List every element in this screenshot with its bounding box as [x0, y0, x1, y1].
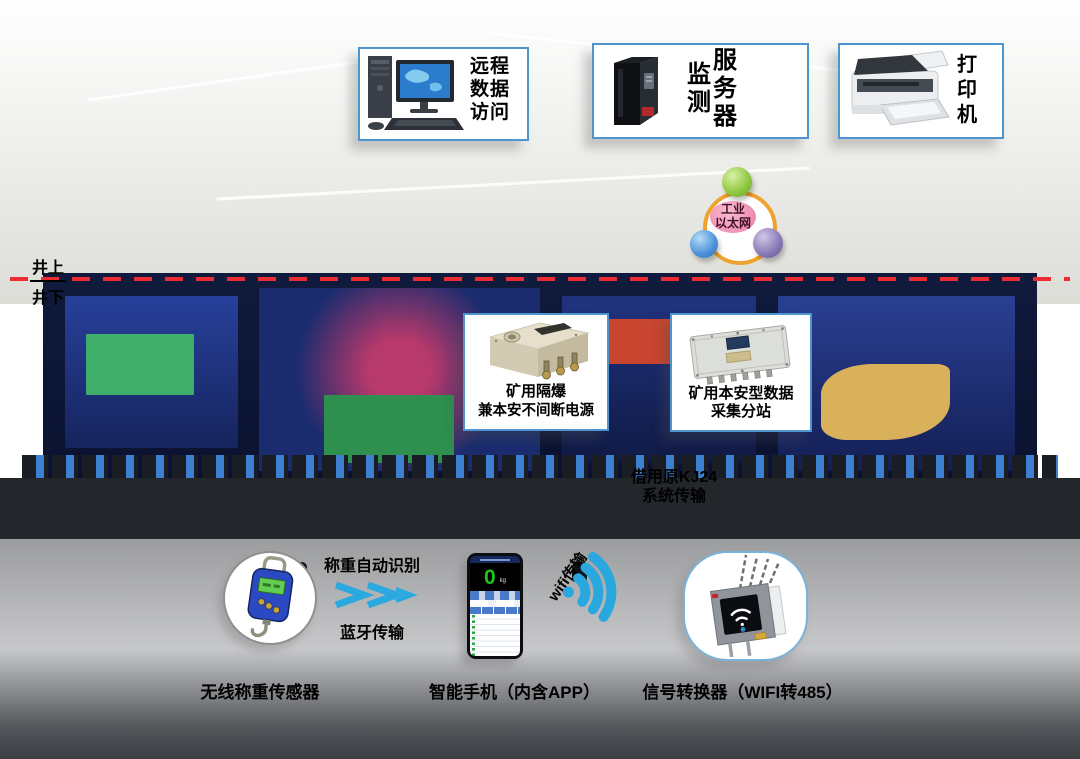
phone-caption: 智能手机（内含APP） — [429, 683, 600, 702]
weighing-sensor-node — [223, 551, 317, 645]
desktop-computer-icon — [368, 56, 464, 130]
phone-weight-readout: 0 kg — [470, 563, 520, 591]
surface-label-below: 井下 — [32, 290, 65, 307]
converter-caption: 信号转换器（WIFI转485） — [642, 683, 843, 702]
phone-weight-unit: kg — [499, 578, 507, 584]
remote-access-node: 远程数据访问 — [358, 47, 529, 141]
surface-label-above: 井上 — [30, 254, 67, 282]
bluetooth-transfer-label: 蓝牙传输 — [339, 625, 404, 642]
phone-table-rows — [470, 614, 520, 656]
hanging-scale-icon — [247, 556, 294, 638]
signal-converter-node — [683, 551, 808, 661]
server-label-col-left: 监测 — [687, 61, 711, 116]
server-tower-icon — [614, 57, 658, 125]
server-label: 监测 服务器 — [686, 45, 738, 133]
phone-screen: 0 kg — [470, 556, 520, 656]
phone-status-bar — [470, 556, 520, 563]
substation-label-line1: 矿用本安型数据 — [688, 385, 794, 402]
substation-label-line2: 采集分站 — [710, 403, 771, 420]
phone-row-status-dots — [472, 615, 475, 656]
ethernet-ball-blue — [690, 230, 718, 258]
substation-node: 矿用本安型数据 采集分站 — [670, 313, 812, 432]
mine-ups-device-icon — [488, 322, 590, 380]
photo-ceiling — [0, 0, 1080, 304]
kj24-transport-note: 借用原KJ24 系统传输 — [630, 469, 718, 505]
phone-weight-value: 0 — [483, 565, 496, 589]
sensor-caption: 无线称重传感器 — [200, 683, 320, 702]
ups-label-line2: 兼本安不间断电源 — [478, 403, 594, 419]
double-chevron-arrow-icon — [334, 581, 418, 609]
phone-app-toolbar — [470, 591, 520, 600]
ups-node: 矿用隔爆 兼本安不间断电源 — [463, 313, 609, 431]
ups-label-line1: 矿用隔爆 — [505, 383, 566, 400]
wifi-converter-device-icon — [709, 554, 787, 657]
smartphone-node: 0 kg — [467, 553, 523, 659]
ethernet-hub-core — [710, 201, 756, 233]
printer-icon — [851, 50, 950, 126]
printer-node: 打印机 — [838, 43, 1004, 139]
surface-divider-line — [10, 277, 1070, 281]
server-label-col-right: 服务器 — [713, 47, 737, 130]
substation-device-icon — [689, 325, 791, 385]
ethernet-label: 工业 以太网 — [714, 202, 751, 230]
phone-filter-row — [470, 600, 520, 607]
weighing-auto-id-label: 称重自动识别 — [323, 558, 420, 575]
ethernet-ball-purple — [753, 228, 783, 258]
ethernet-ball-green — [722, 167, 752, 197]
server-node: 监测 服务器 — [592, 43, 809, 139]
printer-label: 打印机 — [957, 54, 977, 126]
remote-access-label: 远程数据访问 — [470, 56, 511, 123]
phone-table-header — [470, 607, 520, 614]
wifi-signal-icon — [562, 551, 617, 622]
